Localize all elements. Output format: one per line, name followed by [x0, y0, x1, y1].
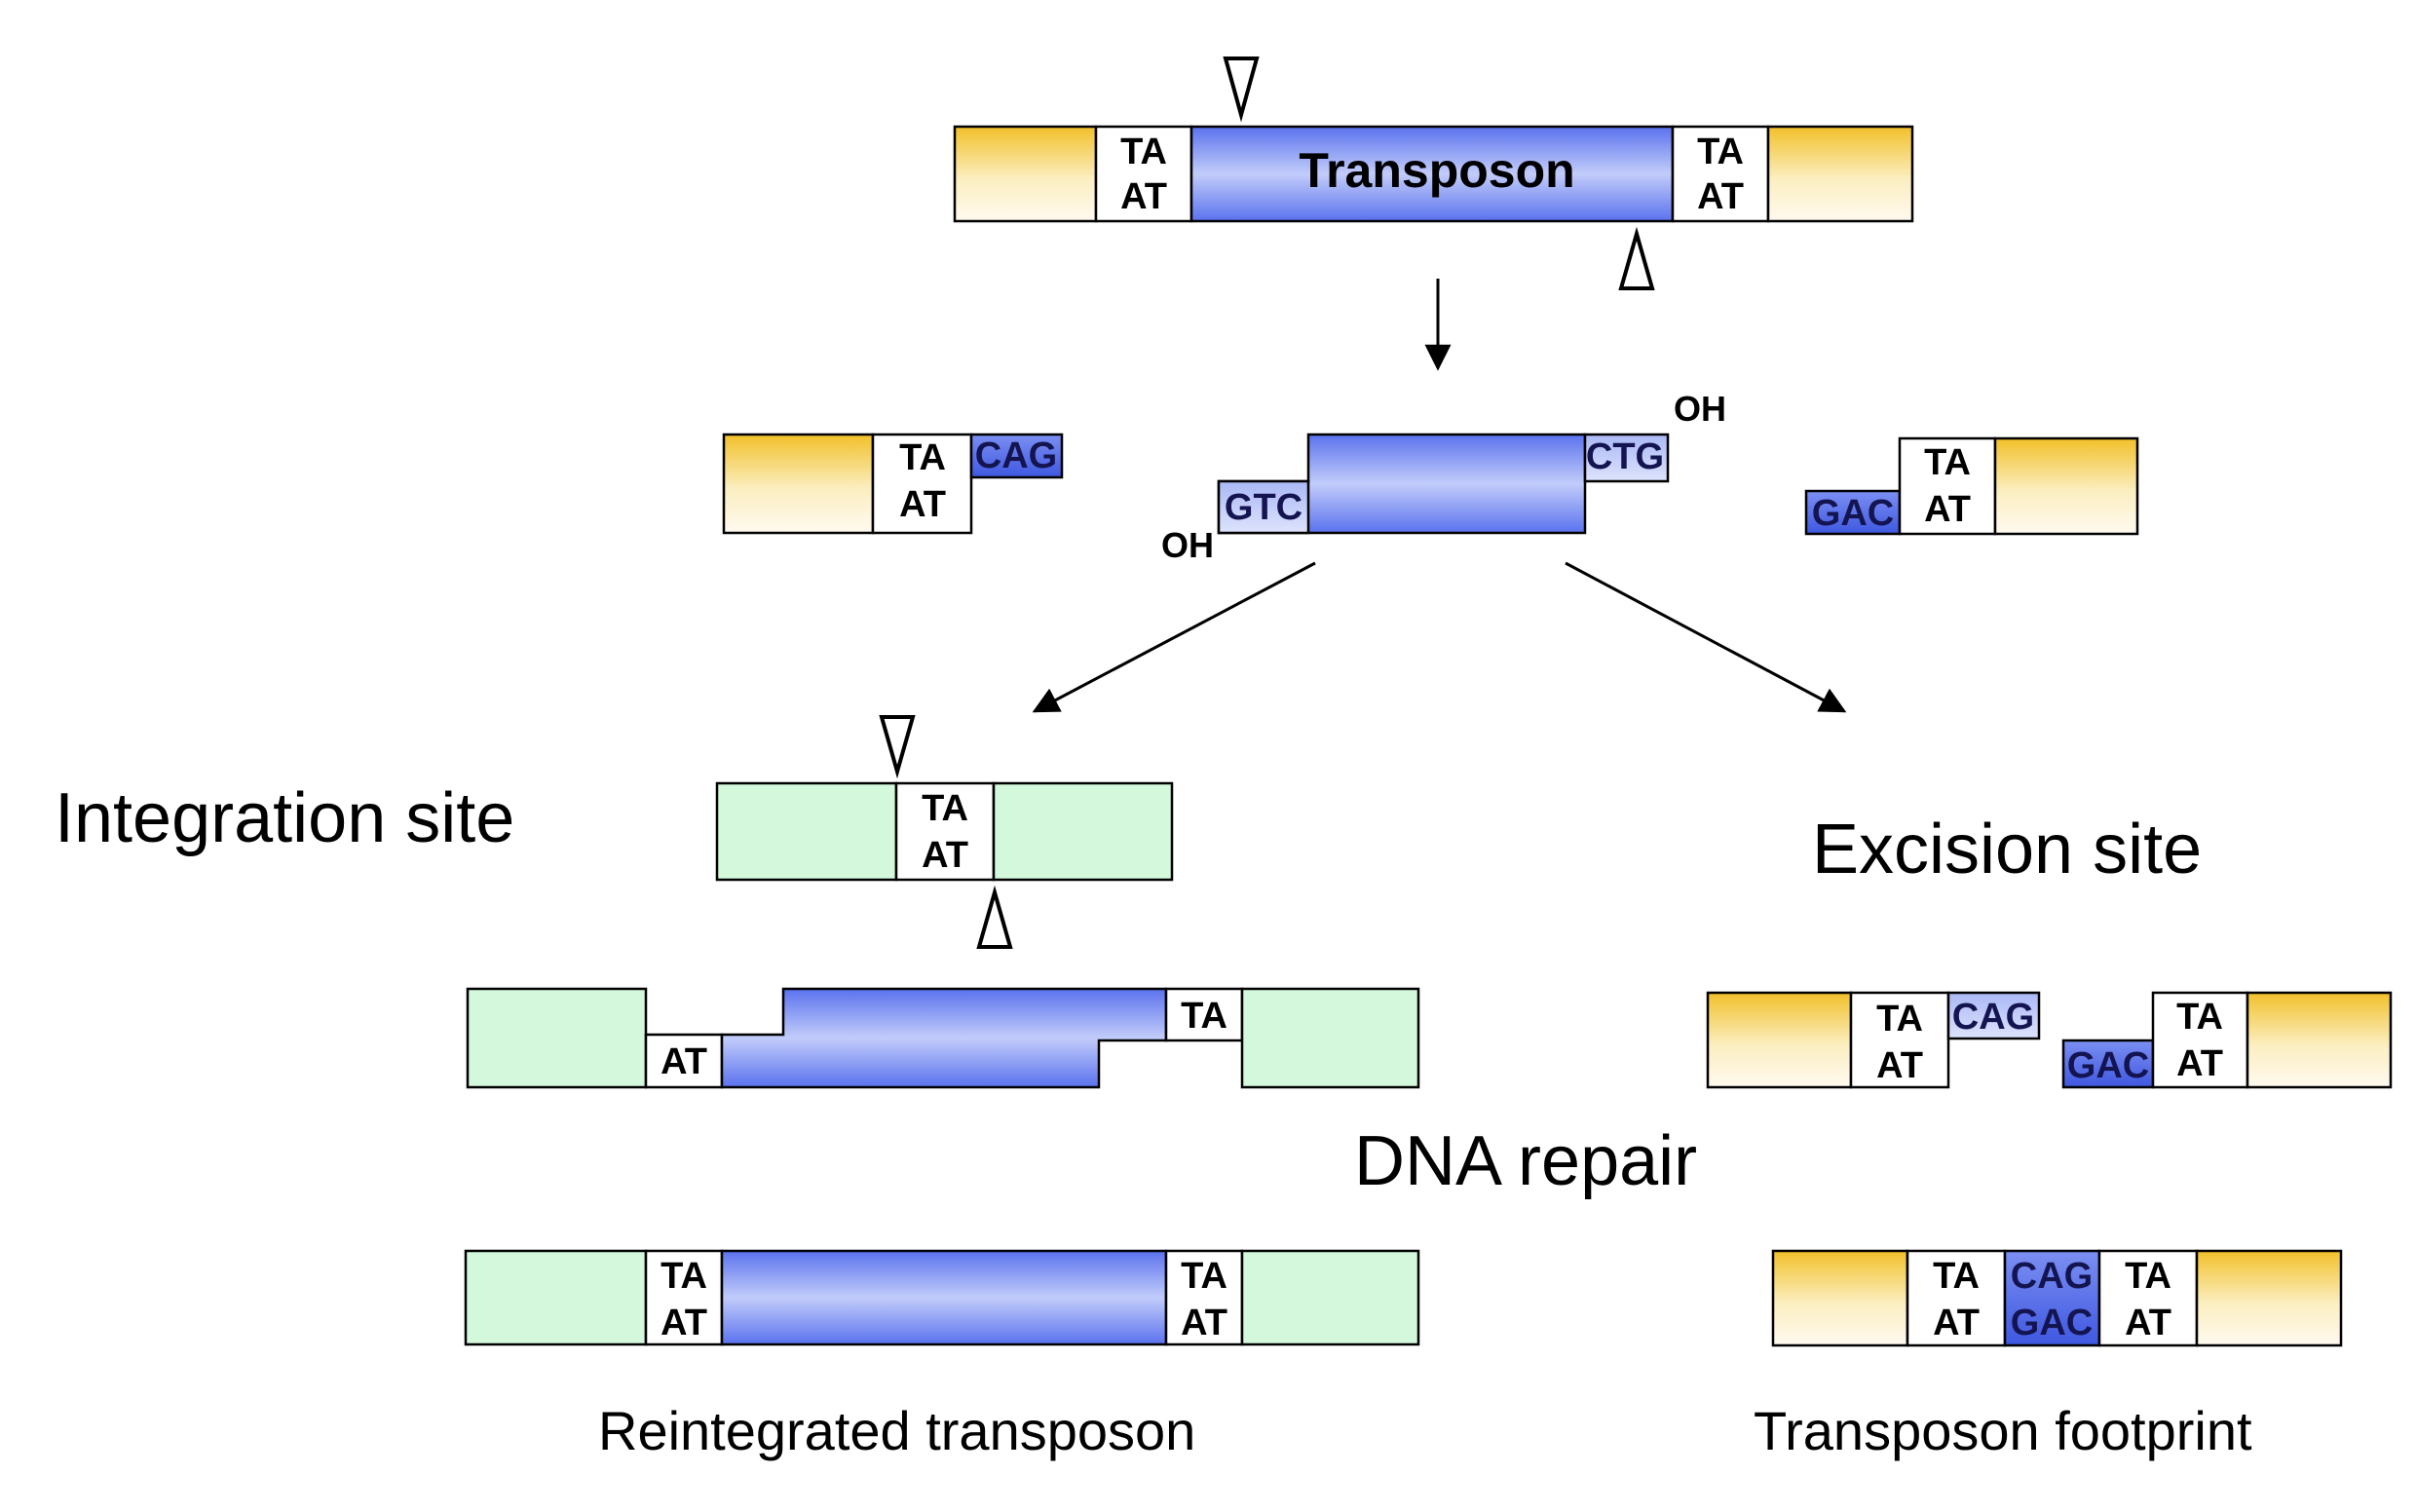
oh-bottom-label: OH [1161, 525, 1214, 565]
transposon-label: Transposon [1299, 143, 1574, 198]
tsd-bottom: AT [2176, 1043, 2223, 1084]
footprint-box [2003, 1249, 2101, 1347]
tsd-box-left [644, 1249, 724, 1346]
tsd-box-left [1094, 125, 1193, 223]
overhang-box [1804, 489, 1902, 536]
tsd-left-bottom: AT [661, 1303, 707, 1343]
footprint-top: CAG [2011, 1256, 2093, 1297]
flank-right [1240, 987, 1420, 1089]
tsd-bottom: AT [1924, 489, 1971, 530]
flank-left [953, 125, 1098, 223]
top-end-label: CTG [1586, 436, 1664, 477]
tsd-left-bottom: AT [1120, 176, 1167, 217]
tsd-top: TA [1876, 999, 1923, 1040]
target-flank-right [992, 781, 1174, 882]
reintegrated-transposon-caption: Reintegrated transposon [598, 1400, 1195, 1461]
flank [1706, 991, 1853, 1089]
flank-right [1240, 1249, 1420, 1346]
tsd-left-top: TA [661, 1256, 707, 1297]
target-tsd-bottom: AT [922, 835, 968, 876]
overhang-box [1946, 991, 2041, 1040]
tsd-top: TA [1924, 442, 1971, 483]
donor-construct: TA AT TA AT Transposon [953, 57, 1914, 290]
tsd-box-left [1906, 1249, 2007, 1347]
cut-site-bottom-triangle-icon [1618, 226, 1655, 290]
flank-left [466, 987, 648, 1089]
at-label: AT [661, 1041, 707, 1082]
tsd-box-right [2097, 1249, 2199, 1347]
tsd-right-top: TA [2125, 1256, 2171, 1297]
bottom-end-box [1217, 479, 1310, 535]
inserted-transposon [720, 987, 1168, 1089]
flank [2246, 991, 2393, 1089]
tsd-left-top: TA [1933, 1256, 1980, 1297]
tsd-right-top: TA [1181, 1256, 1227, 1297]
flank-right [2195, 1249, 2343, 1347]
tsd-left-bottom: AT [1933, 1303, 1980, 1343]
integration-target: TA AT [715, 715, 1174, 949]
excision-site-label: Excision site [1812, 811, 2202, 888]
dna-repair-label: DNA repair [1354, 1122, 1697, 1200]
tsd-box [2151, 991, 2249, 1089]
flank-left [1771, 1249, 1909, 1347]
flank [722, 433, 875, 535]
tsd-box-right [1671, 125, 1770, 223]
tsd-box [871, 433, 973, 535]
flank-right [1766, 125, 1914, 223]
tsd-bottom: AT [1876, 1045, 1923, 1086]
oh-top-label: OH [1674, 389, 1726, 429]
tsd-right-bottom: AT [1697, 176, 1744, 217]
reintegrated-construct: TA AT TA AT [464, 1249, 1420, 1346]
flank [1993, 436, 2139, 536]
overhang-label: CAG [1952, 997, 2034, 1038]
overhang-label: GAC [2067, 1045, 2149, 1086]
excised-transposon: CTG GTC OH OH [1161, 389, 1726, 565]
tsd-right-bottom: AT [1181, 1303, 1227, 1343]
excised-right-flank: GAC TA AT [1804, 436, 2139, 536]
target-tsd-top: TA [922, 788, 968, 829]
target-tsd-box [894, 781, 996, 882]
excised-left-flank: TA AT CAG [722, 433, 1064, 535]
target-cut-bottom-triangle-icon [976, 885, 1013, 949]
tsd-bottom: AT [899, 484, 946, 525]
overhang-box [969, 433, 1064, 479]
ta-label: TA [1181, 996, 1227, 1037]
tsd-box-right [1164, 1249, 1244, 1346]
cut-site-top-triangle-icon [1223, 57, 1260, 123]
integration-intermediate: AT TA [466, 987, 1420, 1089]
ta-box [1164, 987, 1244, 1042]
tsd-left-top: TA [1120, 132, 1167, 172]
tsd-box [1849, 991, 1950, 1089]
transposon-bar [1189, 125, 1675, 223]
excision-right-piece: GAC TA AT [2061, 991, 2393, 1089]
transposon-footprint-caption: Transposon footprint [1754, 1400, 2252, 1461]
tsd-right-bottom: AT [2125, 1303, 2171, 1343]
footprint-construct: TA AT CAG GAC TA AT [1771, 1249, 2343, 1347]
target-flank-left [715, 781, 898, 882]
bottom-end-label: GTC [1225, 487, 1302, 528]
overhang-label: GAC [1812, 493, 1894, 534]
transposon-bar [720, 1249, 1168, 1346]
tsd-box [1898, 436, 1997, 536]
arrow-to-excision [1565, 561, 1847, 713]
tsd-right-top: TA [1697, 132, 1744, 172]
overhang-label: CAG [975, 435, 1057, 476]
arrow-to-integration [1032, 561, 1316, 713]
target-cut-top-triangle-icon [879, 715, 916, 779]
flank-left [464, 1249, 648, 1346]
tsd-top: TA [899, 437, 946, 478]
tsd-top: TA [2176, 997, 2223, 1038]
excision-left-piece: TA AT CAG [1706, 991, 2041, 1089]
integration-site-label: Integration site [55, 779, 514, 857]
top-end-box [1583, 433, 1670, 483]
footprint-bottom: GAC [2011, 1303, 2093, 1343]
overhang-box [2061, 1039, 2155, 1089]
